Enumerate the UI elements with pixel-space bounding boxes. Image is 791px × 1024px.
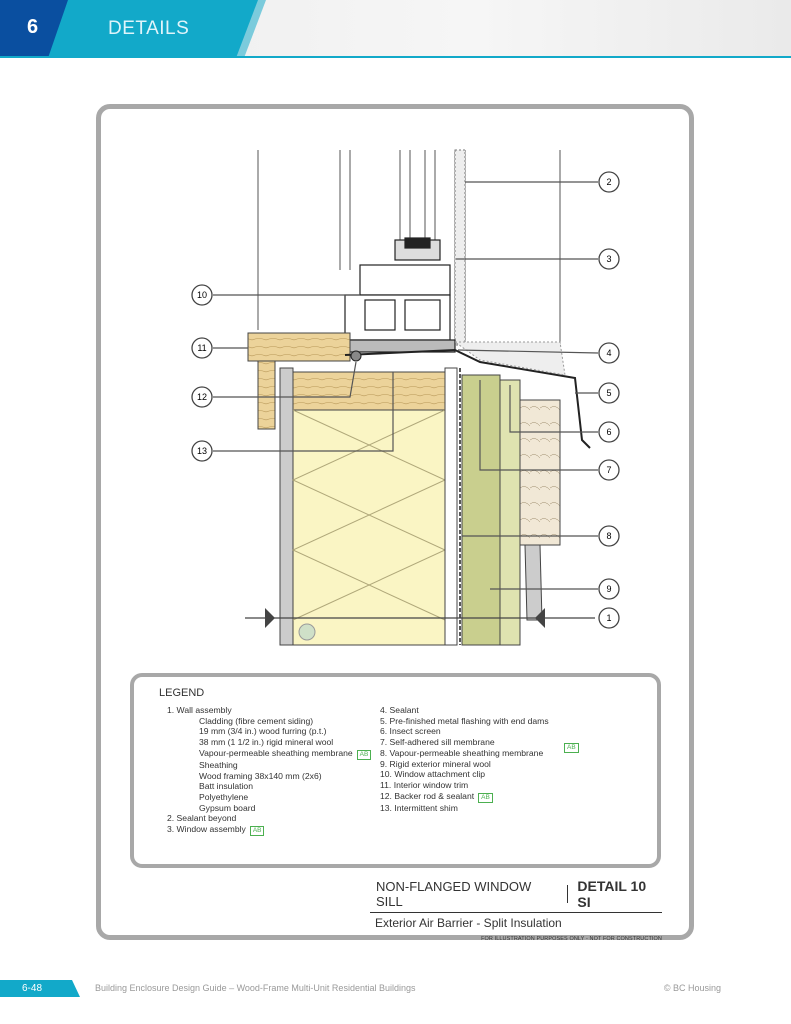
chapter-number: 6 — [27, 16, 39, 38]
backer-rod — [350, 350, 362, 362]
legend-item: 19 mm (3/4 in.) wood furring (p.t.) — [199, 726, 327, 737]
callout-8: 8 — [598, 525, 620, 547]
page-header: 6 DETAILS — [0, 0, 791, 58]
air-barrier-badge: AB — [249, 826, 265, 837]
svg-text:2: 2 — [606, 177, 611, 187]
page-number: 6-48 — [0, 980, 80, 997]
air-barrier-badge: AB — [478, 792, 493, 803]
interior-window-trim — [247, 332, 351, 362]
page-footer: 6-48 Building Enclosure Design Guide – W… — [0, 980, 791, 1000]
cladding-below — [524, 544, 543, 621]
legend-item: Polyethylene — [199, 791, 249, 802]
callout-7: 7 — [598, 459, 620, 481]
detail-frame — [96, 104, 694, 940]
svg-text:3: 3 — [606, 254, 611, 264]
trim-casing — [257, 360, 276, 430]
legend-item-label: 8. Vapour-permeable sheathing membrane — [380, 747, 544, 758]
callout-3: 3 — [598, 248, 620, 270]
legend-item: Wood framing 38x140 mm (2x6) — [199, 770, 322, 781]
callout-2: 2 — [598, 171, 620, 193]
copyright: © BC Housing — [663, 983, 721, 993]
svg-text:10: 10 — [197, 290, 207, 300]
callout-1: 1 — [598, 607, 620, 629]
chapter-title-band — [48, 0, 260, 58]
svg-text:9: 9 — [606, 584, 611, 594]
legend-column-right: 4. Sealant 5. Pre-finished metal flashin… — [380, 705, 579, 813]
svg-text:4: 4 — [606, 348, 611, 358]
legend-item: 9. Rigid exterior mineral wool — [380, 758, 491, 769]
legend-item: 6. Insect screen — [380, 726, 441, 737]
svg-text:13: 13 — [197, 446, 207, 456]
cladding — [519, 399, 561, 546]
svg-text:12: 12 — [197, 392, 207, 402]
svg-text:1: 1 — [606, 613, 611, 623]
batt-insulation — [292, 409, 446, 646]
callout-5: 5 — [598, 382, 620, 404]
legend-item: Sheathing — [199, 759, 238, 770]
legend-item-label: 12. Backer rod & sealant — [380, 790, 475, 801]
metal-flashing — [344, 348, 591, 449]
legend-item-label: 3. Window assembly — [167, 824, 246, 835]
leader-lines — [213, 181, 599, 590]
legend-item: 8. Vapour-permeable sheathing membrane AB — [380, 742, 579, 759]
legend-item: Gypsum board — [199, 802, 256, 813]
title-divider — [566, 885, 569, 903]
callout-6: 6 — [598, 421, 620, 443]
legend-item: 1. Wall assembly — [167, 705, 232, 715]
callout-9: 9 — [598, 578, 620, 600]
footer-title: Building Enclosure Design Guide – Wood-F… — [95, 983, 416, 993]
window-frame — [344, 237, 456, 353]
legend-title: LEGEND — [159, 687, 205, 699]
sheathing — [444, 367, 458, 646]
svg-text:7: 7 — [606, 465, 611, 475]
svg-text:11: 11 — [197, 343, 206, 353]
svg-text:5: 5 — [606, 388, 611, 398]
legend-box: LEGEND 1. Wall assembly Cladding (fibre … — [130, 673, 661, 868]
section-line-1 — [245, 608, 595, 628]
svg-text:6: 6 — [606, 427, 611, 437]
disclaimer: FOR ILLUSTRATION PURPOSES ONLY - NOT FOR… — [481, 936, 662, 942]
chapter-title: DETAILS — [108, 18, 190, 39]
legend-item: Cladding (fibre cement siding) — [199, 715, 314, 726]
header-rule — [0, 56, 791, 58]
section-marker-icon — [298, 623, 316, 641]
svg-text:8: 8 — [606, 531, 611, 541]
callout-13: 13 — [191, 440, 213, 462]
legend-item: 38 mm (1 1/2 in.) rigid mineral wool — [199, 737, 334, 748]
callout-4: 4 — [598, 342, 620, 364]
wood-sill-plate — [292, 371, 446, 411]
callout-12: 12 — [191, 386, 213, 408]
legend-item: 11. Interior window trim — [380, 779, 469, 790]
legend-item: 2. Sealant beyond — [167, 813, 237, 824]
air-barrier-badge: AB — [356, 749, 372, 760]
legend-item: 13. Intermittent shim — [380, 802, 458, 813]
callout-11: 11 — [191, 337, 213, 359]
rigid-mineral-wool — [461, 374, 501, 646]
batt-pattern — [291, 409, 447, 621]
gypsum-board — [279, 367, 294, 646]
legend-item: 5. Pre-finished metal flashing with end … — [380, 715, 549, 726]
legend-item: 10. Window attachment clip — [380, 769, 486, 780]
legend-column-left: 1. Wall assembly Cladding (fibre cement … — [167, 705, 372, 837]
legend-item-label: Vapour-permeable sheathing membrane — [199, 747, 353, 758]
legend-item: Batt insulation — [199, 781, 253, 792]
title-row: NON-FLANGED WINDOW SILL DETAIL 10 SI — [370, 878, 662, 913]
legend-item: 4. Sealant — [380, 705, 419, 715]
callout-10: 10 — [191, 284, 213, 306]
detail-name: NON-FLANGED WINDOW SILL — [376, 879, 532, 909]
air-barrier-badge: AB — [564, 742, 579, 753]
title-block: NON-FLANGED WINDOW SILL DETAIL 10 SI Ext… — [370, 878, 662, 942]
detail-number: DETAIL 10 SI — [577, 878, 647, 910]
detail-subtitle: Exterior Air Barrier - Split Insulation — [375, 916, 562, 930]
callouts: 2 3 4 5 6 7 8 9 1 10 11 12 13 — [191, 171, 620, 629]
legend-item: 7. Self-adhered sill membrane — [380, 737, 495, 748]
sealant-beyond — [454, 149, 466, 346]
